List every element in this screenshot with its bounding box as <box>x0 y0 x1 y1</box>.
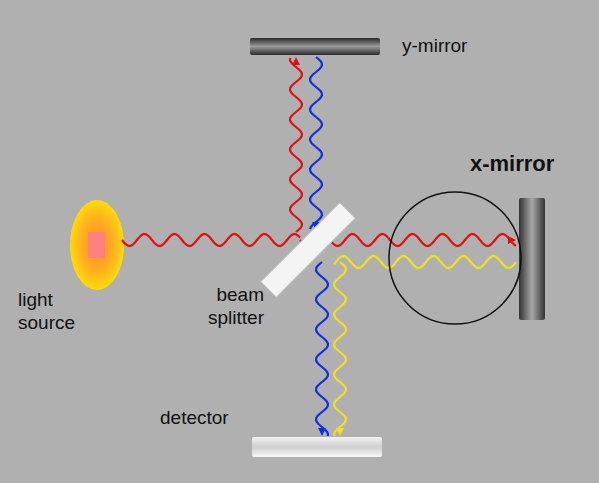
beam-splitter <box>261 203 356 298</box>
wave <box>316 262 328 436</box>
wave-arrowhead <box>318 428 326 436</box>
wave <box>310 57 322 229</box>
detector-label: detector <box>160 406 250 429</box>
x-mirror <box>519 198 545 320</box>
wave-arrowhead <box>508 236 516 244</box>
detector-plate <box>252 437 382 457</box>
light-source <box>70 200 124 290</box>
wave-arrowhead <box>292 57 300 65</box>
mirror-label: x-mirror <box>470 152 595 175</box>
source-label: light source <box>18 288 110 334</box>
wave <box>334 256 516 268</box>
wave <box>290 58 302 232</box>
wave <box>334 262 346 436</box>
light-waves <box>122 57 516 436</box>
wave <box>122 234 300 246</box>
wave-arrowhead <box>336 428 344 436</box>
highlight-circle <box>389 192 521 324</box>
mirror-label: y-mirror <box>402 34 512 57</box>
y-mirror <box>250 38 380 55</box>
splitter-label: beam splitter <box>180 283 264 329</box>
